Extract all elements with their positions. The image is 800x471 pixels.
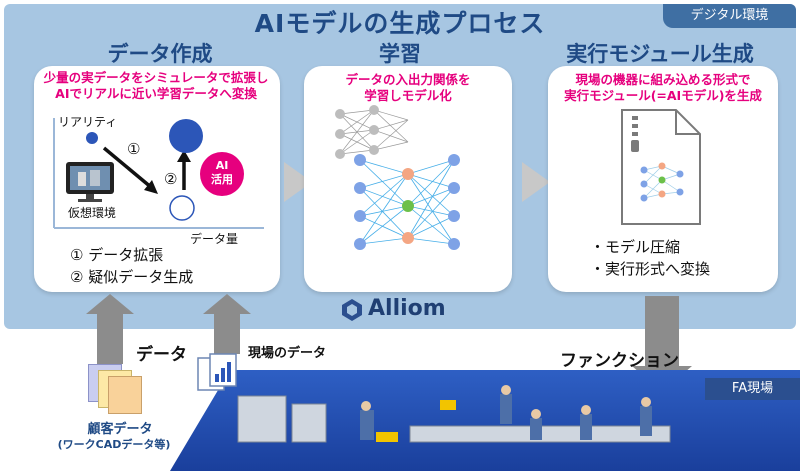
function-arrow-body — [645, 296, 679, 368]
customer-data-note: (ワークCADデータ等) — [57, 438, 171, 451]
document-zip-icon — [621, 109, 701, 225]
reality-axis-label: リアリティ — [58, 115, 118, 129]
module-list-item1: ・モデル圧縮 — [590, 238, 681, 256]
arrow-step1 — [102, 146, 154, 190]
ai-badge: AI 活用 — [200, 152, 244, 196]
module-subtitle: 現場の機器に組み込める形式で 実行モジュール(=AIモデル)を生成 — [548, 72, 778, 104]
hollow-data-circle — [169, 195, 195, 221]
blue-network-edges — [359, 159, 455, 245]
step1-marker: ① — [127, 140, 141, 158]
data-creation-subtitle: 少量の実データをシミュレータで拡張し AIでリアルに近い学習データへ変換 — [8, 70, 304, 102]
step2-marker: ② — [164, 170, 178, 188]
module-subtitle-line1: 現場の機器に組み込める形式で — [575, 72, 751, 87]
learning-title: 学習 — [379, 42, 421, 66]
data-creation-subtitle-line1: 少量の実データをシミュレータで拡張し — [43, 70, 269, 85]
page-title: AIモデルの生成プロセス — [254, 9, 546, 38]
arrow-step1-head — [144, 180, 158, 194]
monitor-icon — [66, 162, 114, 202]
customer-data-arrow-body — [97, 312, 123, 364]
factory-robot-icon — [237, 385, 671, 443]
arrow-to-module — [522, 162, 550, 202]
customer-data-label: 顧客データ — [87, 422, 153, 437]
small-data-circle — [86, 132, 98, 144]
function-label: ファンクション — [560, 351, 679, 371]
report-chart-icon — [197, 353, 237, 391]
data-creation-title: データ作成 — [107, 42, 213, 66]
data-creation-subtitle-line2: AIでリアルに近い学習データへ変換 — [55, 86, 257, 101]
data-volume-axis-label: データ量 — [190, 232, 239, 246]
reality-datavolume-graph — [53, 118, 264, 229]
learning-subtitle: データの入出力関係を 学習しモデル化 — [304, 72, 512, 104]
field-data-arrow-body — [214, 312, 240, 354]
fa-site-tab: FA現場 — [705, 378, 800, 400]
data-creation-list-item1: ① データ拡張 — [70, 246, 164, 264]
module-list-item2: ・実行形式へ変換 — [590, 260, 711, 278]
brand-name: Alliom — [368, 296, 446, 321]
module-subtitle-line2: 実行モジュール(=AIモデル)を生成 — [564, 88, 762, 103]
large-data-circle — [169, 119, 203, 153]
customer-data-arrow-head — [86, 294, 134, 314]
learning-subtitle-line1: データの入出力関係を — [345, 72, 471, 87]
arrow-step2-head — [177, 150, 191, 162]
data-creation-list-item2: ② 疑似データ生成 — [70, 268, 194, 286]
neural-network-diagram — [335, 105, 460, 250]
digital-environment-tab: デジタル環境 — [663, 4, 796, 28]
alliom-logo-icon — [342, 299, 362, 321]
field-data-label: 現場のデータ — [248, 346, 327, 361]
ai-badge-line2: 活用 — [211, 173, 233, 186]
customer-sheet-front — [108, 376, 142, 414]
virtual-env-label: 仮想環境 — [68, 206, 117, 220]
grey-network-edges — [339, 109, 409, 155]
network-nodes — [335, 105, 460, 250]
ai-badge-line1: AI — [215, 159, 229, 172]
module-title: 実行モジュール生成 — [566, 42, 754, 66]
field-data-arrow-head — [203, 294, 251, 314]
learning-subtitle-line2: 学習しモデル化 — [364, 88, 452, 103]
data-label: データ — [136, 345, 187, 365]
